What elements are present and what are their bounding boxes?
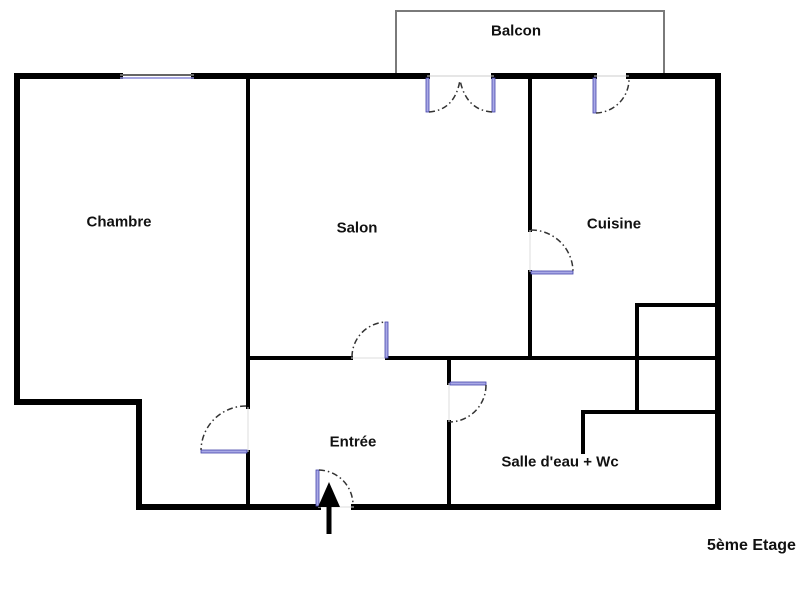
door-salon-cuisine[interactable] — [529, 229, 574, 275]
balcony-outline — [395, 10, 665, 76]
door-entree-salle-eau[interactable] — [448, 381, 487, 423]
room-label-entree: Entrée — [329, 433, 377, 451]
interior-walls — [246, 74, 720, 509]
up-arrow-icon — [318, 482, 340, 534]
room-label-chambre: Chambre — [86, 213, 152, 231]
door-cuisine-balcony[interactable] — [592, 75, 630, 114]
door-entree-chambre[interactable] — [200, 405, 249, 454]
room-label-balcon: Balcon — [490, 22, 542, 40]
door-salon-balcony[interactable] — [425, 75, 496, 113]
floor-level-label: 5ème Etage — [707, 537, 796, 554]
exterior-walls — [14, 73, 721, 510]
room-label-salon: Salon — [336, 219, 378, 237]
door-salon-entree[interactable] — [351, 321, 389, 359]
room-label-salle-eau-wc: Salle d'eau + Wc — [501, 453, 619, 471]
room-label-cuisine: Cuisine — [586, 215, 642, 233]
window-chambre — [120, 74, 194, 79]
